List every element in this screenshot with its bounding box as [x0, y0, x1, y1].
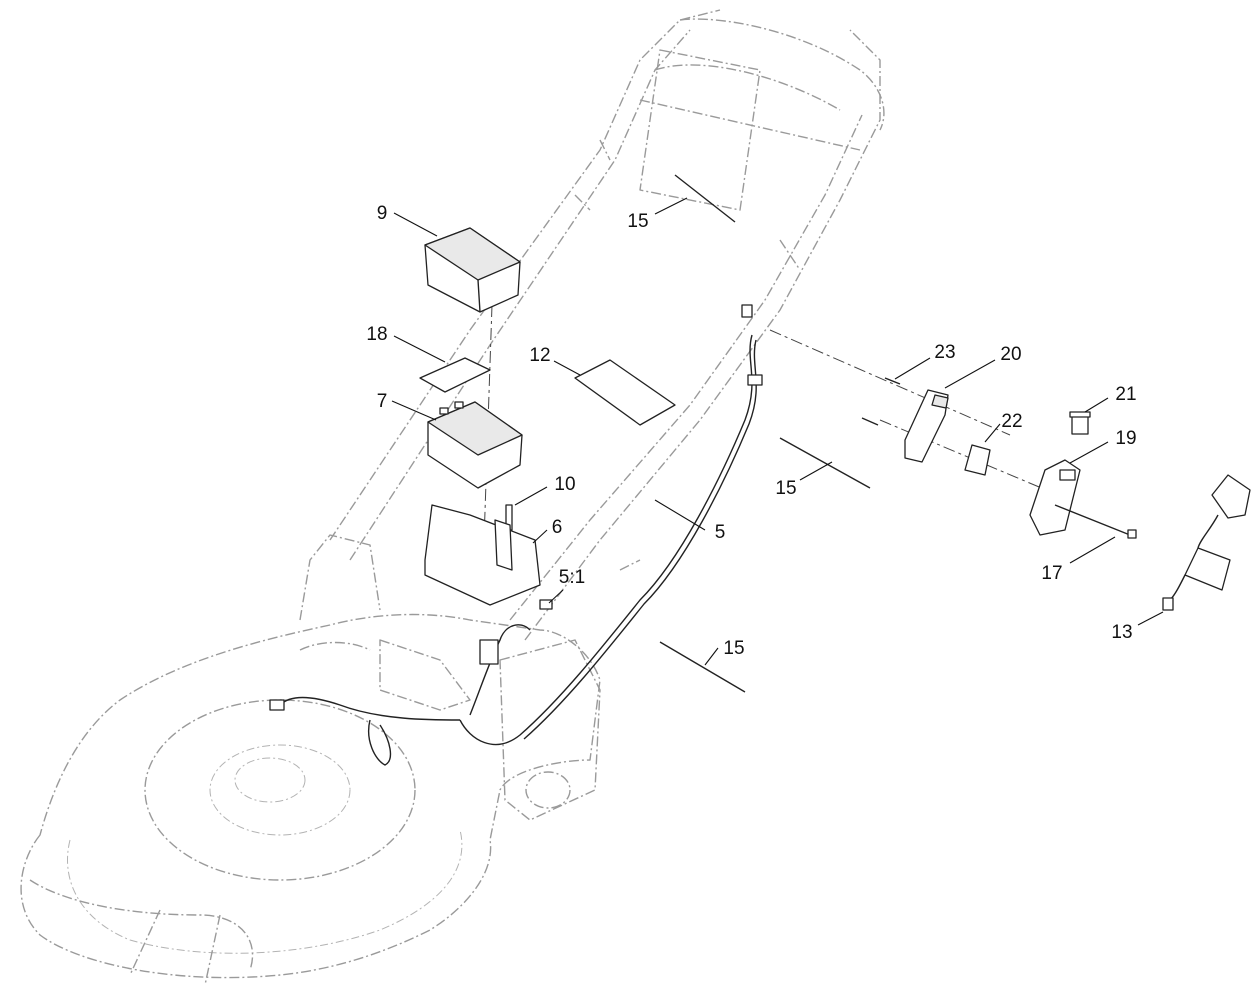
svg-text:13: 13 — [1111, 622, 1132, 643]
svg-text:6: 6 — [552, 517, 563, 538]
callout-15-mid: 15 — [775, 461, 833, 499]
callout-18: 18 — [366, 324, 446, 363]
svg-text:17: 17 — [1041, 563, 1062, 584]
bracket-screw-part — [861, 377, 901, 426]
cable-tie-part-top — [674, 174, 736, 223]
svg-text:18: 18 — [366, 324, 387, 345]
svg-text:19: 19 — [1115, 428, 1136, 449]
callout-6: 6 — [532, 517, 563, 544]
wire-harness-part — [269, 304, 763, 766]
svg-text:15: 15 — [627, 211, 648, 232]
svg-text:21: 21 — [1115, 384, 1136, 405]
svg-text:9: 9 — [377, 203, 388, 224]
callout-15-bottom: 15 — [704, 638, 745, 666]
cable-tie-part-bottom — [659, 641, 746, 693]
callout-19: 19 — [1069, 428, 1137, 464]
callout-9: 9 — [377, 203, 438, 237]
svg-text:15: 15 — [723, 638, 744, 659]
callout-12: 12 — [529, 345, 581, 376]
label-part — [419, 357, 491, 393]
cable-tie-part-mid — [779, 437, 871, 489]
svg-text:23: 23 — [934, 342, 955, 363]
charger-part — [1162, 474, 1251, 611]
callout-7: 7 — [377, 391, 437, 421]
bolt-part — [1054, 504, 1137, 539]
callout-13: 13 — [1111, 611, 1164, 643]
battery-tray-part — [424, 504, 541, 606]
callout-21: 21 — [1084, 384, 1137, 413]
callout-22: 22 — [984, 411, 1023, 443]
connector-part — [539, 599, 553, 610]
callout-17: 17 — [1041, 536, 1116, 584]
bail-handle-part — [1029, 459, 1081, 536]
switch-housing-part — [904, 389, 949, 463]
svg-text:22: 22 — [1001, 411, 1022, 432]
svg-text:12: 12 — [529, 345, 550, 366]
svg-text:7: 7 — [377, 391, 388, 412]
callout-20: 20 — [944, 344, 1022, 389]
svg-text:10: 10 — [554, 474, 575, 495]
battery-cover-part — [424, 227, 521, 313]
callout-10: 10 — [514, 474, 576, 506]
battery-part — [427, 401, 523, 489]
decal-part — [574, 359, 676, 426]
callout-15-top: 15 — [627, 197, 688, 232]
svg-text:20: 20 — [1000, 344, 1021, 365]
callout-5: 5 — [654, 499, 726, 543]
bushing-part — [1069, 411, 1091, 435]
callout-5-1: 5:1 — [548, 567, 585, 604]
callout-23: 23 — [894, 342, 956, 380]
svg-text:5:1: 5:1 — [559, 567, 585, 588]
svg-text:15: 15 — [775, 478, 796, 499]
switch-part — [964, 444, 991, 476]
svg-text:5: 5 — [715, 522, 726, 543]
mower-ghost-outline — [20, 9, 885, 986]
